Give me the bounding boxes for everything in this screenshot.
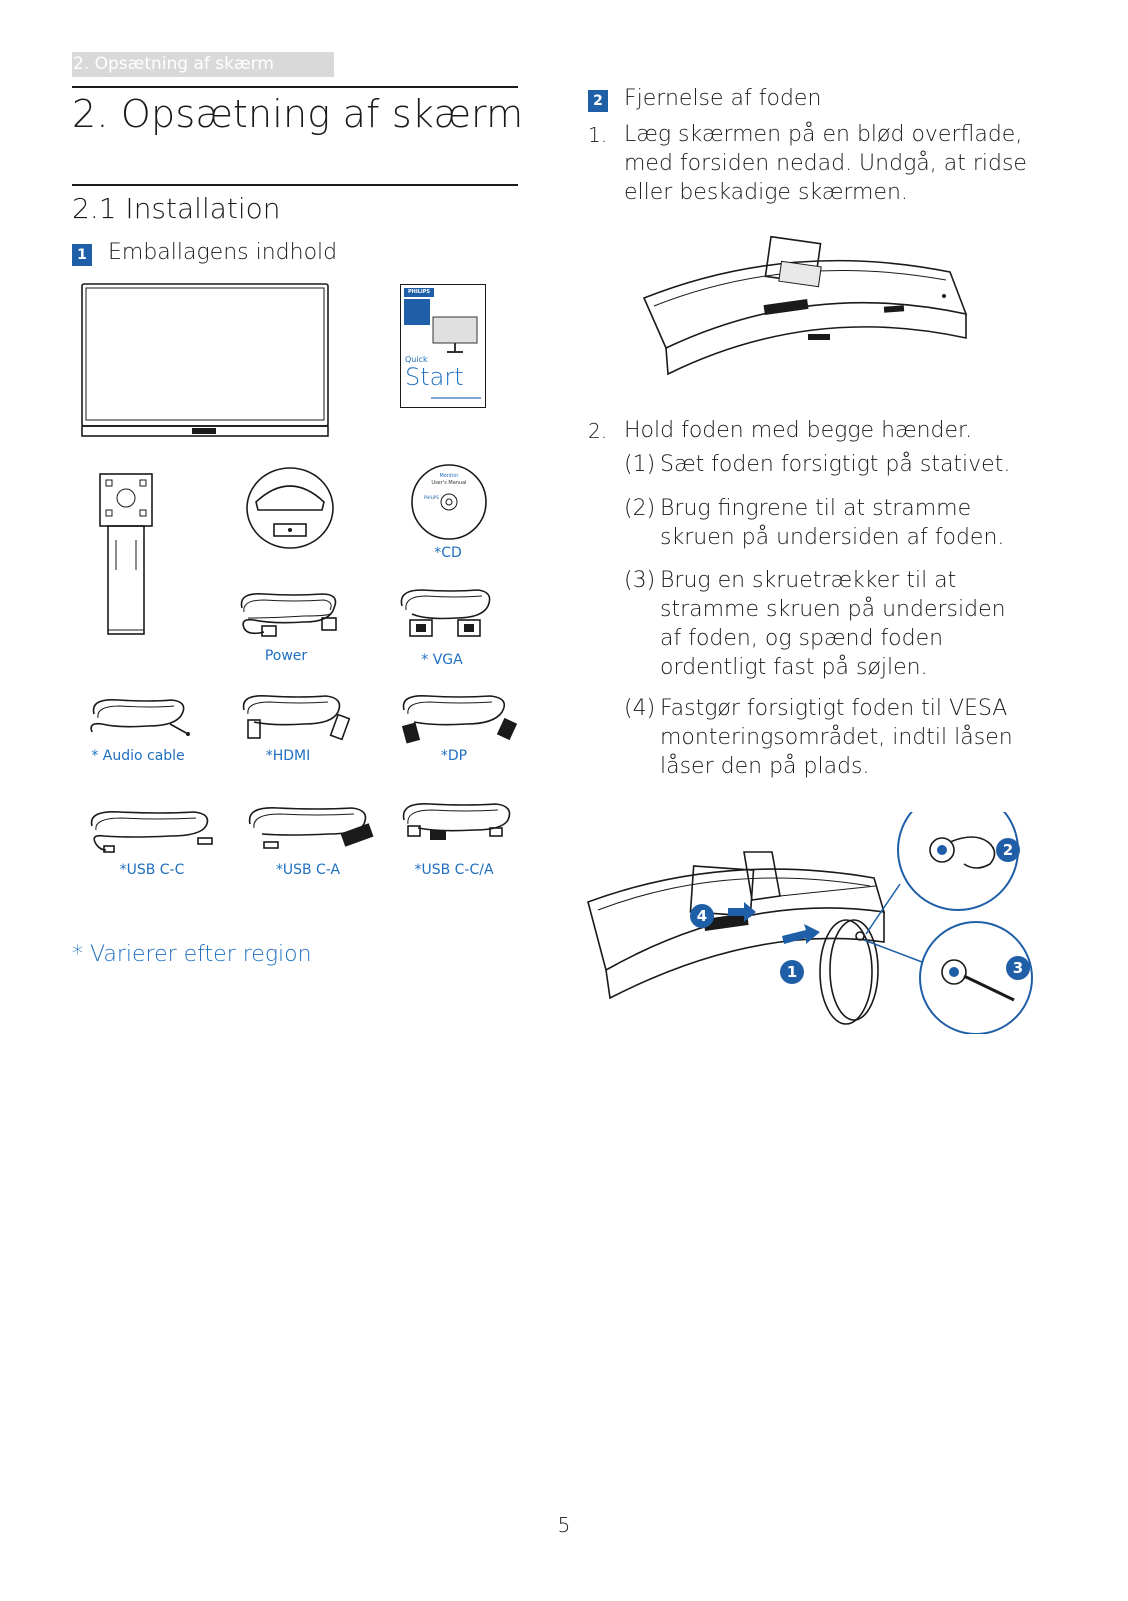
chapter-tab: 2. Opsætning af skærm [72,52,334,77]
stand-assembly-illustration [587,812,1033,1034]
caption-usb-cca: *USB C-C/A [414,862,494,878]
caption-cd: *CD [434,545,462,561]
region-note: * Varierer efter region [72,942,312,967]
booklet-color-block [404,299,430,325]
usb-ca-cable-illustration [248,807,374,849]
booklet-monitor-icon [432,316,478,353]
callout-1: 1 [780,960,804,984]
cd-illustration: Monitor User's Manual PHILIPS [411,464,487,540]
item-1-text: Læg skærmen på en blød overflade, med fo… [624,122,1027,205]
caption-power: Power [264,648,308,664]
subitem-3-number: (3) [624,568,656,593]
cd-label-2: User's Manual [431,480,466,486]
booklet-quick: Quick [405,355,428,364]
stand-base-illustration [246,467,334,549]
caption-usb-ca: *USB C-A [275,862,341,878]
page-title: 2. Opsætning af skærm [72,92,524,136]
subitem-4-number: (4) [624,696,656,721]
step-2-title: Fjernelse af foden [624,86,822,111]
vga-cable-illustration [400,589,491,637]
subitem-3-text: Brug en skruetrækker til at stramme skru… [660,568,1006,680]
callout-3: 3 [1006,956,1030,980]
booklet-brand: PHILIPS [404,288,434,297]
usb-cc-cable-illustration [90,810,213,853]
subitem-1-text: Sæt foden forsigtigt på stativet. [660,452,1011,477]
usb-cca-cable-illustration [402,803,511,840]
item-1-number: 1. [588,123,608,147]
monitor-facedown-illustration [642,235,968,376]
caption-hdmi: *HDMI [265,748,311,764]
subitem-2-number: (2) [624,496,656,521]
step-2-badge: 2 [588,90,608,112]
hdmi-cable-illustration [242,694,350,741]
page-number: 5 [557,1513,571,1537]
subitem-1-number: (1) [624,452,656,477]
quick-start-booklet: PHILIPS Quick Start [400,284,486,408]
step-1-title: Emballagens indhold [108,240,338,265]
section-title: 2.1 Installation [72,192,281,225]
caption-vga: * VGA [421,652,463,668]
dp-cable-illustration [401,694,518,744]
caption-dp: *DP [440,748,468,764]
caption-audio: * Audio cable [91,748,185,764]
subitem-2-text: Brug fingrene til at stramme skruen på u… [660,496,1005,550]
monitor-front-illustration [81,283,329,437]
caption-usb-cc: *USB C-C [119,862,185,878]
booklet-start: Start [405,363,464,391]
power-cable-illustration [240,592,337,637]
booklet-footer-line [431,397,481,399]
cd-label-1: Monitor [439,473,459,479]
audio-cable-illustration [90,698,190,736]
subitem-4-text: Fastgør forsigtigt foden til VESA monter… [660,696,1013,779]
title-rule-top [72,86,518,88]
callout-2: 2 [996,838,1020,862]
item-2-text: Hold foden med begge hænder. [624,418,973,443]
step-1-badge: 1 [72,244,92,266]
item-2-number: 2. [588,419,608,443]
section-rule [72,184,518,186]
cd-brand: PHILIPS [424,495,439,500]
stand-column-illustration [99,473,153,635]
callout-4: 4 [690,904,714,928]
